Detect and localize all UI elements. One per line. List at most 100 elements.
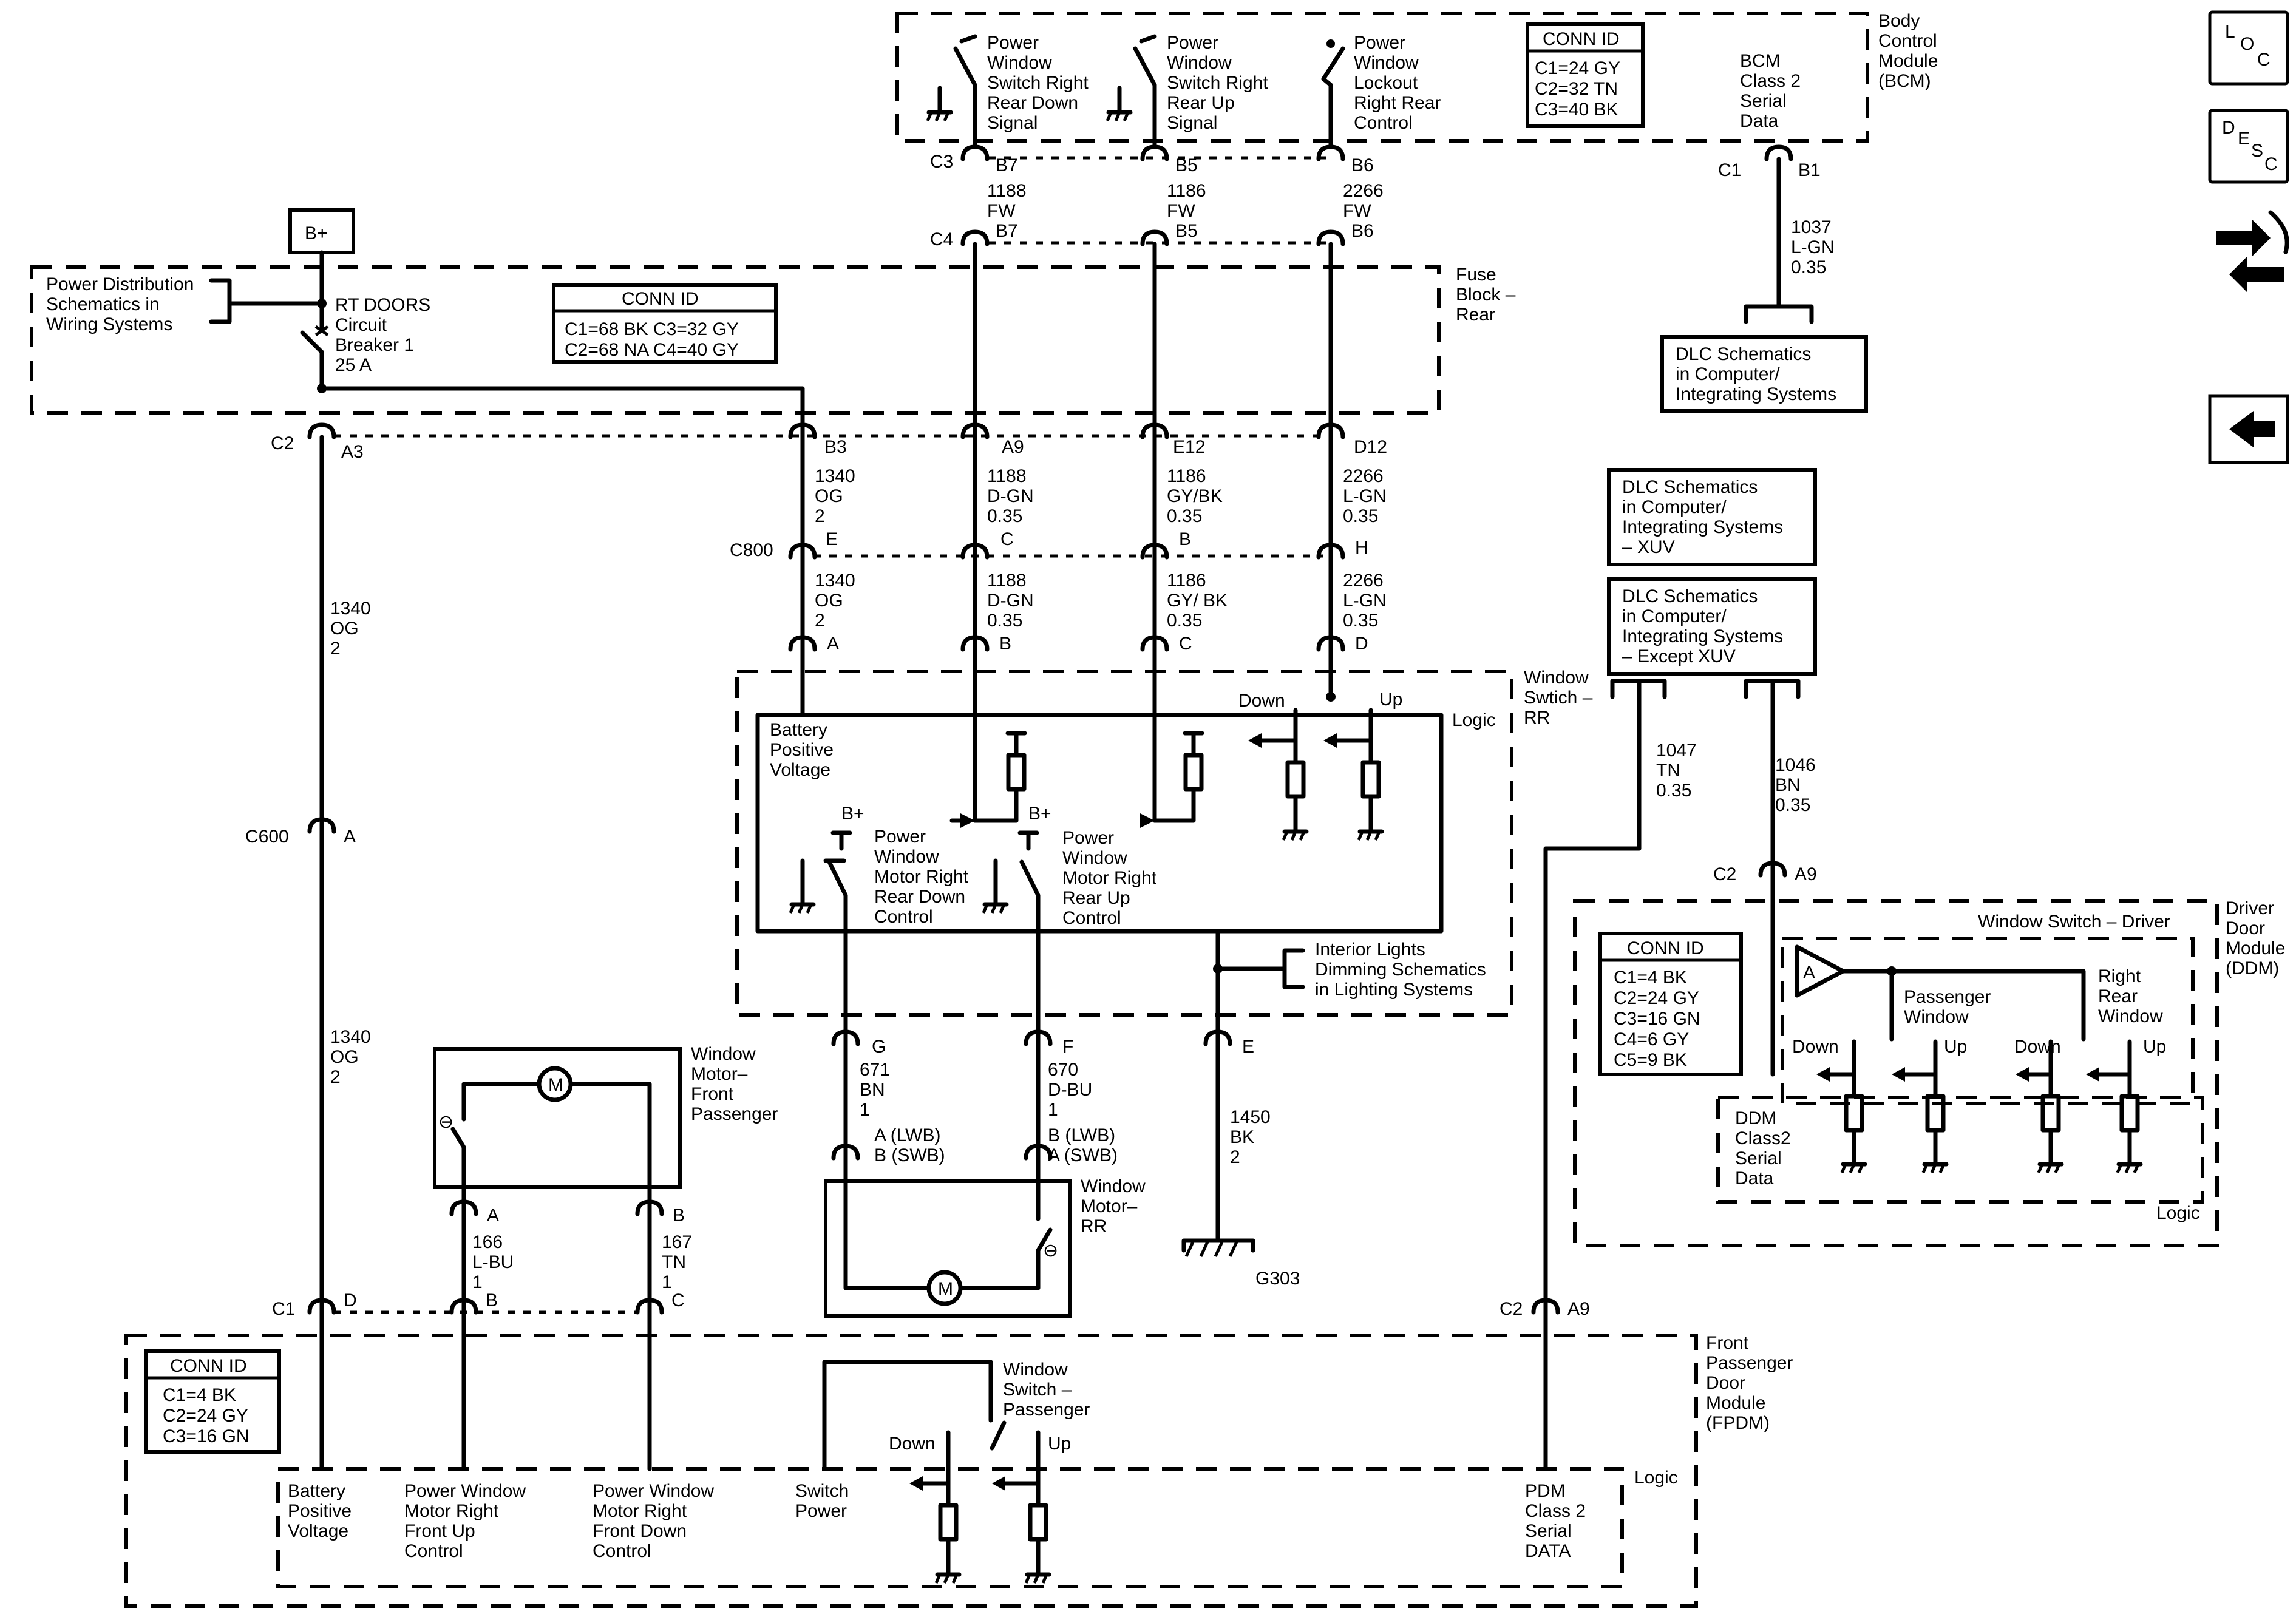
svg-text:A3: A3	[341, 442, 364, 462]
svg-text:C3: C3	[930, 152, 953, 172]
svg-text:C3=16 GN: C3=16 GN	[163, 1426, 250, 1446]
svg-text:B+: B+	[841, 804, 864, 824]
svg-text:Down: Down	[2014, 1037, 2061, 1057]
svg-text:F: F	[1062, 1037, 1073, 1057]
svg-text:Down: Down	[889, 1434, 936, 1454]
svg-text:B7: B7	[996, 221, 1018, 241]
svg-text:C2=24 GY: C2=24 GY	[163, 1406, 248, 1426]
window-switch-rr-pins: A B C D	[790, 634, 1368, 654]
svg-text:CONN ID: CONN ID	[170, 1356, 247, 1376]
svg-text:CONN ID: CONN ID	[1543, 29, 1620, 49]
svg-text:Logic: Logic	[2156, 1203, 2200, 1223]
svg-text:C600: C600	[245, 827, 289, 847]
harness-arrows-icon[interactable]	[2216, 210, 2289, 293]
svg-text:C1=24 GY: C1=24 GY	[1535, 58, 1620, 78]
svg-text:B: B	[1179, 529, 1191, 549]
description-button[interactable]: D E S C	[2208, 109, 2289, 184]
svg-text:B1: B1	[1798, 160, 1821, 180]
svg-text:Up: Up	[2143, 1037, 2166, 1057]
svg-text:C3=40 BK: C3=40 BK	[1535, 100, 1618, 120]
connector-c800: C800 E C B H	[730, 529, 1368, 560]
svg-text:A9: A9	[1795, 864, 1817, 884]
svg-text:M: M	[548, 1075, 563, 1095]
svg-text:C1: C1	[272, 1299, 295, 1319]
svg-text:B: B	[486, 1290, 498, 1310]
svg-text:B6: B6	[1351, 155, 1374, 175]
svg-text:C2: C2	[271, 433, 294, 453]
svg-text:H: H	[1355, 538, 1368, 558]
conn-id-ddm: CONN ID C1=4 BK C2=24 GY C3=16 GN C4=6 G…	[1598, 932, 1743, 1076]
svg-text:Logic: Logic	[1634, 1468, 1678, 1488]
svg-text:C1=4 BK: C1=4 BK	[163, 1385, 236, 1405]
svg-text:C2: C2	[1713, 864, 1736, 884]
connector-c2-fuse-block: C2 A3 B3 A9 E12 D12	[271, 425, 1387, 462]
svg-text:Down: Down	[1238, 691, 1285, 711]
svg-text:C1: C1	[1718, 160, 1741, 180]
svg-text:C1=68 BK C3=32 GY: C1=68 BK C3=32 GY	[565, 319, 739, 339]
thermal-breaker-icon: ⊖	[1043, 1241, 1058, 1261]
svg-text:D12: D12	[1354, 437, 1387, 457]
svg-text:O: O	[2240, 34, 2254, 54]
left-arrow-icon	[2229, 411, 2275, 447]
svg-text:C: C	[1000, 529, 1014, 549]
svg-text:B7: B7	[996, 155, 1018, 175]
svg-text:Window Switch – Driver: Window Switch – Driver	[1978, 912, 2170, 932]
svg-text:C2: C2	[1500, 1299, 1523, 1319]
svg-text:A9: A9	[1567, 1299, 1590, 1319]
svg-text:Up: Up	[1379, 690, 1402, 710]
svg-text:B+: B+	[1028, 804, 1051, 824]
conn-id-fuse-block: CONN ID C1=68 BK C3=32 GY C2=68 NA C4=40…	[552, 283, 778, 364]
back-arrow-button[interactable]	[2208, 394, 2289, 464]
location-button[interactable]: L O C	[2208, 10, 2289, 86]
conn-id-fpdm: CONN ID C1=4 BK C2=24 GY C3=16 GN	[144, 1349, 281, 1454]
svg-text:C: C	[2264, 154, 2278, 174]
svg-text:S: S	[2251, 141, 2263, 161]
svg-text:Up: Up	[1944, 1037, 1967, 1057]
svg-text:C2=24 GY: C2=24 GY	[1614, 988, 1699, 1008]
svg-text:B5: B5	[1175, 221, 1198, 241]
